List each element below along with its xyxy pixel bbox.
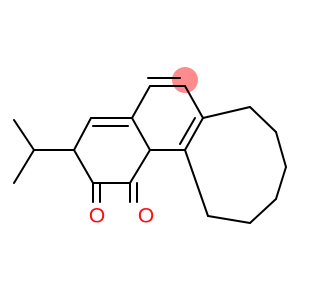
bond (184, 117, 204, 151)
bond (129, 149, 151, 184)
bond (13, 149, 35, 184)
bond (275, 166, 287, 200)
highlighted-atom-marker (172, 67, 198, 93)
bond (13, 119, 35, 151)
bond (184, 85, 204, 119)
bond (131, 117, 151, 151)
oxygen-atom-label: O (89, 205, 105, 228)
molecule-structure: O O (13, 67, 287, 228)
bond-lines (13, 77, 287, 224)
bond (131, 85, 151, 119)
bond (275, 131, 287, 168)
bond (202, 106, 251, 119)
bond (179, 117, 196, 145)
bond (249, 106, 277, 133)
bond (184, 149, 209, 217)
oxygen-atom-label: O (138, 205, 154, 228)
bond (249, 198, 277, 224)
bond (73, 149, 94, 184)
bond (73, 117, 92, 151)
bond (207, 215, 251, 224)
